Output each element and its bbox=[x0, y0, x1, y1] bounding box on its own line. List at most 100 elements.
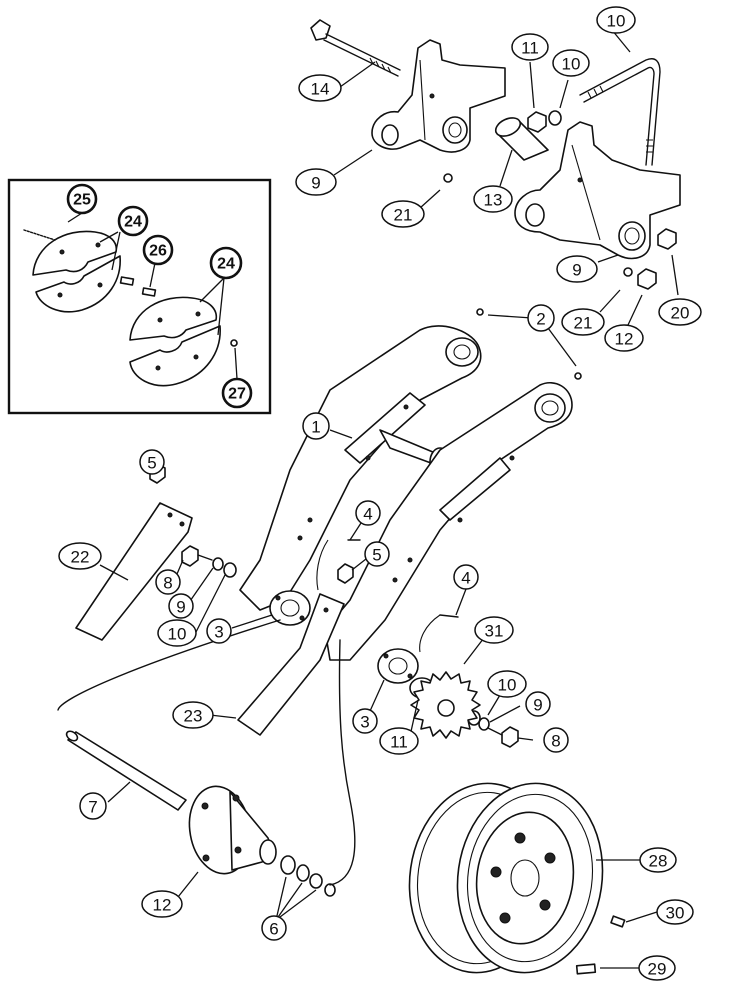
svg-text:26: 26 bbox=[149, 243, 167, 260]
callout-18: 13 bbox=[473, 185, 513, 213]
washers-6 bbox=[280, 855, 336, 897]
svg-text:4: 4 bbox=[461, 569, 470, 588]
callout-4-left: 4 bbox=[355, 500, 381, 526]
callout-4-right: 4 bbox=[453, 564, 479, 590]
axle-shaft-7 bbox=[65, 730, 187, 811]
scraper-disc-upper bbox=[32, 230, 121, 313]
svg-text:24: 24 bbox=[217, 256, 235, 273]
callout-12: 12 bbox=[141, 890, 183, 918]
svg-text:31: 31 bbox=[485, 622, 504, 641]
svg-text:10: 10 bbox=[168, 625, 187, 644]
callout-8-left: 8 bbox=[155, 569, 181, 595]
svg-text:21: 21 bbox=[394, 206, 413, 225]
callouts: 14 10 11 10 9 13 21 9 20 21 12 2 1 5 22 … bbox=[58, 6, 702, 981]
leader-lines bbox=[67, 29, 679, 969]
hardware-top bbox=[443, 110, 677, 290]
callout-3-left: 3 bbox=[206, 618, 232, 644]
callout-28: 28 bbox=[639, 847, 677, 873]
callout-16: 10 bbox=[552, 49, 590, 77]
long-bolt-19 bbox=[310, 19, 401, 77]
callout-5-right: 5 bbox=[364, 541, 390, 567]
callout-10-right: 10 bbox=[487, 670, 527, 698]
callout-21-top: 21 bbox=[381, 200, 425, 228]
callout-14: 9 bbox=[295, 168, 337, 196]
svg-text:11: 11 bbox=[521, 39, 539, 58]
sprocket-31 bbox=[410, 671, 481, 739]
svg-text:27: 27 bbox=[228, 386, 246, 403]
svg-text:10: 10 bbox=[498, 676, 517, 695]
svg-text:14: 14 bbox=[311, 80, 330, 99]
inset-callouts: 25 24 26 24 27 bbox=[66, 183, 253, 409]
svg-text:25: 25 bbox=[73, 192, 91, 209]
callout-19: 14 bbox=[298, 74, 342, 102]
svg-text:21: 21 bbox=[574, 314, 593, 333]
scraper-disc-lower bbox=[129, 296, 221, 387]
svg-text:9: 9 bbox=[176, 598, 185, 617]
svg-text:10: 10 bbox=[607, 12, 626, 31]
callout-9-left: 9 bbox=[168, 593, 194, 619]
callout-17-top: 11 bbox=[511, 33, 549, 61]
callout-20: 20 bbox=[658, 298, 702, 326]
svg-text:12: 12 bbox=[615, 330, 634, 349]
callout-7: 7 bbox=[79, 792, 107, 820]
callout-24-lower: 24 bbox=[209, 246, 243, 280]
svg-text:11: 11 bbox=[390, 733, 408, 752]
callout-22: 22 bbox=[58, 542, 102, 570]
bearing-flange-right bbox=[377, 648, 419, 684]
callout-29: 29 bbox=[638, 955, 676, 981]
svg-text:12: 12 bbox=[153, 896, 172, 915]
svg-text:4: 4 bbox=[363, 505, 372, 524]
callout-11: 11 bbox=[379, 727, 419, 755]
callout-27: 27 bbox=[221, 377, 253, 409]
callout-30: 30 bbox=[656, 899, 694, 925]
dowel-pins-26 bbox=[119, 276, 157, 297]
svg-text:5: 5 bbox=[372, 546, 381, 565]
wheel-rim-28 bbox=[408, 782, 604, 974]
callout-10-left: 10 bbox=[157, 619, 197, 647]
svg-text:10: 10 bbox=[562, 55, 581, 74]
callout-2: 2 bbox=[527, 304, 555, 332]
svg-text:24: 24 bbox=[124, 214, 142, 231]
callout-21-right: 21 bbox=[561, 308, 605, 336]
svg-text:20: 20 bbox=[671, 304, 690, 323]
callout-9-right: 9 bbox=[525, 691, 551, 717]
callout-26: 26 bbox=[142, 234, 174, 266]
pivot-bracket-13 bbox=[514, 121, 681, 260]
valve-stem-30 bbox=[610, 915, 626, 928]
svg-text:8: 8 bbox=[551, 732, 560, 751]
bearing-flange-left bbox=[269, 590, 311, 626]
callout-8-right: 8 bbox=[543, 727, 569, 753]
svg-text:9: 9 bbox=[533, 696, 542, 715]
hook-bolt-15 bbox=[579, 58, 661, 166]
svg-text:2: 2 bbox=[536, 310, 545, 329]
callout-24-upper: 24 bbox=[117, 205, 149, 237]
svg-text:22: 22 bbox=[71, 548, 90, 567]
svg-text:13: 13 bbox=[484, 191, 503, 210]
callout-25: 25 bbox=[66, 183, 98, 215]
svg-text:6: 6 bbox=[269, 920, 278, 939]
svg-text:1: 1 bbox=[311, 418, 320, 437]
callout-3-right: 3 bbox=[352, 708, 378, 734]
callout-1: 1 bbox=[302, 412, 330, 440]
arm-left bbox=[239, 325, 482, 611]
svg-text:28: 28 bbox=[649, 852, 668, 871]
scraper-bar-23 bbox=[237, 593, 345, 736]
svg-text:8: 8 bbox=[163, 574, 172, 593]
svg-text:9: 9 bbox=[311, 174, 320, 193]
svg-text:3: 3 bbox=[360, 713, 369, 732]
roll-pin-25 bbox=[23, 229, 56, 241]
svg-text:23: 23 bbox=[184, 707, 203, 726]
spacer-tube-18 bbox=[494, 117, 549, 161]
scraper-bar-22 bbox=[75, 502, 193, 641]
callout-5-left: 5 bbox=[139, 449, 165, 475]
svg-text:5: 5 bbox=[147, 454, 156, 473]
svg-text:29: 29 bbox=[648, 960, 667, 979]
svg-text:7: 7 bbox=[88, 798, 97, 817]
svg-text:3: 3 bbox=[214, 623, 223, 642]
svg-text:30: 30 bbox=[666, 904, 685, 923]
valve-cap-29 bbox=[575, 963, 597, 975]
callout-15: 10 bbox=[596, 6, 636, 34]
callout-17-right: 12 bbox=[604, 324, 644, 352]
svg-text:9: 9 bbox=[572, 261, 581, 280]
